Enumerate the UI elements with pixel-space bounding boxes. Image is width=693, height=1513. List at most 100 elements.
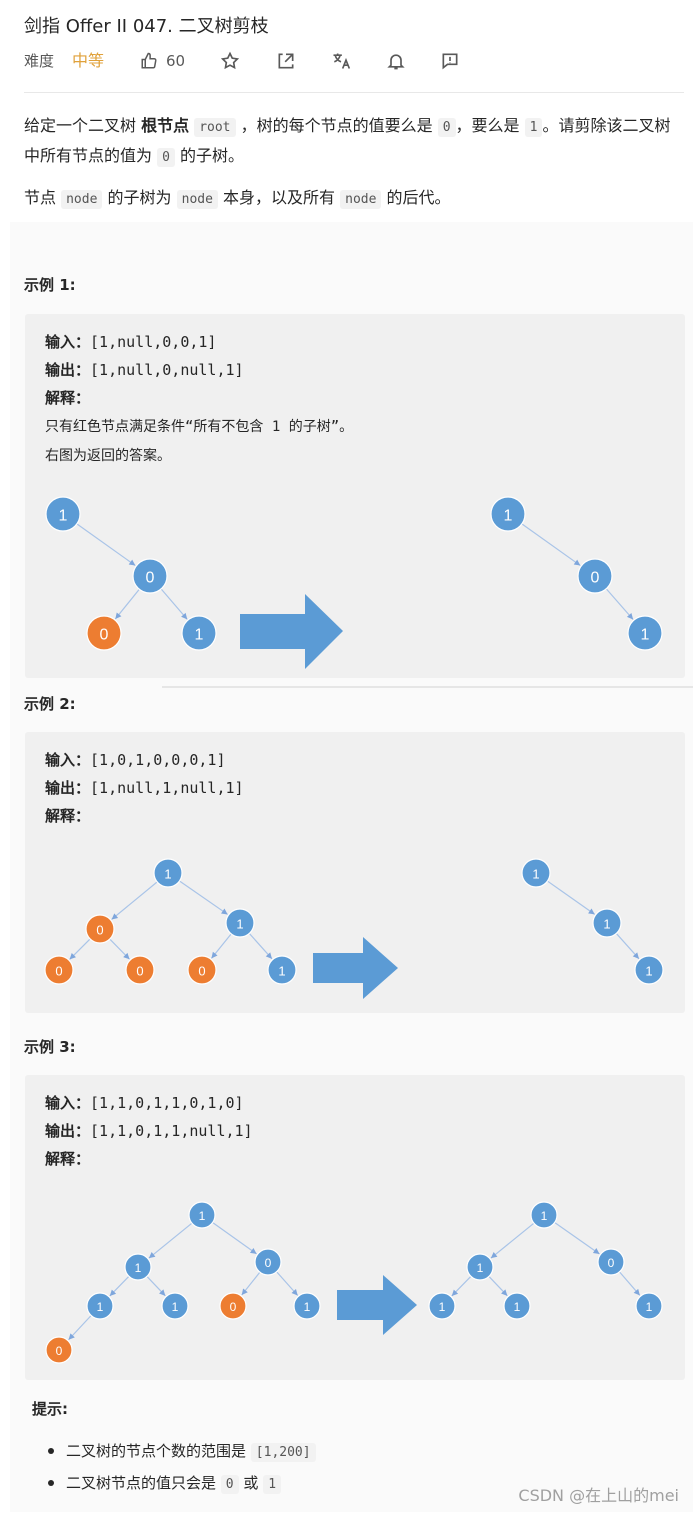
tree-node-value: 1 xyxy=(135,1261,142,1275)
difficulty-label: 难度 xyxy=(24,52,55,70)
tree-node-value: 1 xyxy=(97,1300,104,1314)
code-zero: 0 xyxy=(437,118,456,137)
tree-edge xyxy=(212,1222,257,1255)
tree-edge-arrowhead xyxy=(291,1289,298,1296)
tree-node-value: 1 xyxy=(59,507,68,524)
tree-node xyxy=(267,955,297,985)
star-icon[interactable] xyxy=(220,51,240,71)
tree-node-value: 0 xyxy=(608,1256,615,1270)
tree-node-value: 1 xyxy=(304,1300,311,1314)
tree-node-value: 1 xyxy=(603,916,610,931)
tree-node xyxy=(181,615,217,651)
tree-edge-arrowhead xyxy=(501,1289,508,1296)
feedback-icon[interactable] xyxy=(440,51,460,71)
tree-edge-arrowhead xyxy=(632,952,640,959)
tree-node xyxy=(225,908,255,938)
tree-edge-arrowhead xyxy=(490,1252,498,1259)
tree-node-removed xyxy=(85,914,115,944)
tree-edge-arrowhead xyxy=(115,612,122,619)
tree-node-value: 0 xyxy=(96,922,103,937)
tree-edge-arrowhead xyxy=(111,913,119,920)
tree-edge-arrowhead xyxy=(573,559,581,566)
tree-node-removed xyxy=(187,955,217,985)
tree-node-value: 0 xyxy=(136,963,143,978)
tree-edge-arrowhead xyxy=(592,1248,600,1254)
tree-node xyxy=(124,1253,152,1281)
tree-edge-arrowhead xyxy=(211,951,218,959)
tree-edge xyxy=(490,1222,535,1259)
tree-node xyxy=(592,908,622,938)
tree-node-value: 0 xyxy=(146,569,155,586)
arrow-shape xyxy=(240,594,343,669)
tree-edge xyxy=(554,1221,600,1255)
root-node-term: 根节点 xyxy=(141,116,190,135)
example-1-output: [1,null,0,null,1] xyxy=(90,361,244,379)
tree-node-value: 1 xyxy=(172,1300,179,1314)
translate-icon[interactable] xyxy=(331,51,351,71)
tree-node-value: 1 xyxy=(439,1300,446,1314)
like-button[interactable]: 60 xyxy=(140,48,185,74)
tree-node-value: 1 xyxy=(278,963,285,978)
tree-node xyxy=(428,1292,456,1320)
hint-item-1: 二叉树的节点个数的范围是 [1,200] xyxy=(48,1436,316,1468)
tree-edge xyxy=(179,880,229,915)
tree-node-value: 0 xyxy=(100,626,109,643)
tree-edge xyxy=(521,523,581,567)
tree-node-value: 0 xyxy=(230,1300,237,1314)
tree-node xyxy=(293,1292,321,1320)
tree-edge xyxy=(114,588,140,620)
code-range: [1,200] xyxy=(250,1443,316,1462)
example-3-text: 输入：[1,1,0,1,1,0,1,0] 输出：[1,1,0,1,1,null,… xyxy=(45,1094,253,1168)
tree-node-value: 1 xyxy=(236,916,243,931)
tree-edge-arrowhead xyxy=(626,612,634,620)
tree-node-value: 1 xyxy=(199,1209,206,1223)
arrow-shape xyxy=(337,1275,417,1335)
tree-node xyxy=(45,496,81,532)
tree-node-value: 1 xyxy=(641,626,650,643)
binary-tree: 1 1 1 xyxy=(521,858,664,985)
tree-edge xyxy=(547,880,596,915)
code-root: root xyxy=(194,118,236,137)
tree-node-removed xyxy=(45,1336,73,1364)
share-icon[interactable] xyxy=(276,51,296,71)
example-2-box: 输入：[1,0,1,0,0,0,1] 输出：[1,null,1,null,1] … xyxy=(25,732,685,1013)
code-one: 1 xyxy=(263,1475,282,1494)
example-1-text: 输入：[1,null,0,0,1] 输出：[1,null,0,null,1] 解… xyxy=(45,333,354,464)
tree-node xyxy=(254,1248,282,1276)
example-3-heading: 示例 3: xyxy=(24,1038,76,1056)
tree-node-value: 1 xyxy=(532,866,539,881)
tree-edge xyxy=(111,881,158,920)
tree-edge-arrowhead xyxy=(249,1247,257,1254)
tree-edge-arrowhead xyxy=(451,1289,459,1296)
example-1-heading: 示例 1: xyxy=(24,276,76,294)
tree-node xyxy=(521,858,551,888)
tree-edge-arrowhead xyxy=(128,559,136,566)
code-node: node xyxy=(340,190,382,209)
tree-node xyxy=(161,1292,189,1320)
code-zero: 0 xyxy=(220,1475,239,1494)
example-3-output: [1,1,0,1,1,null,1] xyxy=(90,1122,253,1140)
tree-node-value: 1 xyxy=(646,1300,653,1314)
example-1-input: [1,null,0,0,1] xyxy=(90,333,217,351)
tree-edge-arrowhead xyxy=(109,1289,117,1296)
bell-icon[interactable] xyxy=(386,51,406,71)
tree-node xyxy=(490,496,526,532)
code-node: node xyxy=(176,190,218,209)
tree-node-value: 1 xyxy=(504,507,513,524)
tree-node-value: 1 xyxy=(645,963,652,978)
example-2-output: [1,null,1,null,1] xyxy=(90,779,244,797)
tree-edge-arrowhead xyxy=(69,953,76,960)
description-paragraph-2: 节点 node 的子树为 node 本身，以及所有 node 的后代。 xyxy=(24,188,451,209)
tree-node-value: 0 xyxy=(198,963,205,978)
tree-node-value: 0 xyxy=(591,569,600,586)
tree-edge-arrowhead xyxy=(588,908,595,915)
tree-edge-arrowhead xyxy=(123,952,130,960)
hints-title: 提示: xyxy=(32,1400,68,1418)
tree-node xyxy=(597,1248,625,1276)
arrow-shape xyxy=(313,937,398,999)
